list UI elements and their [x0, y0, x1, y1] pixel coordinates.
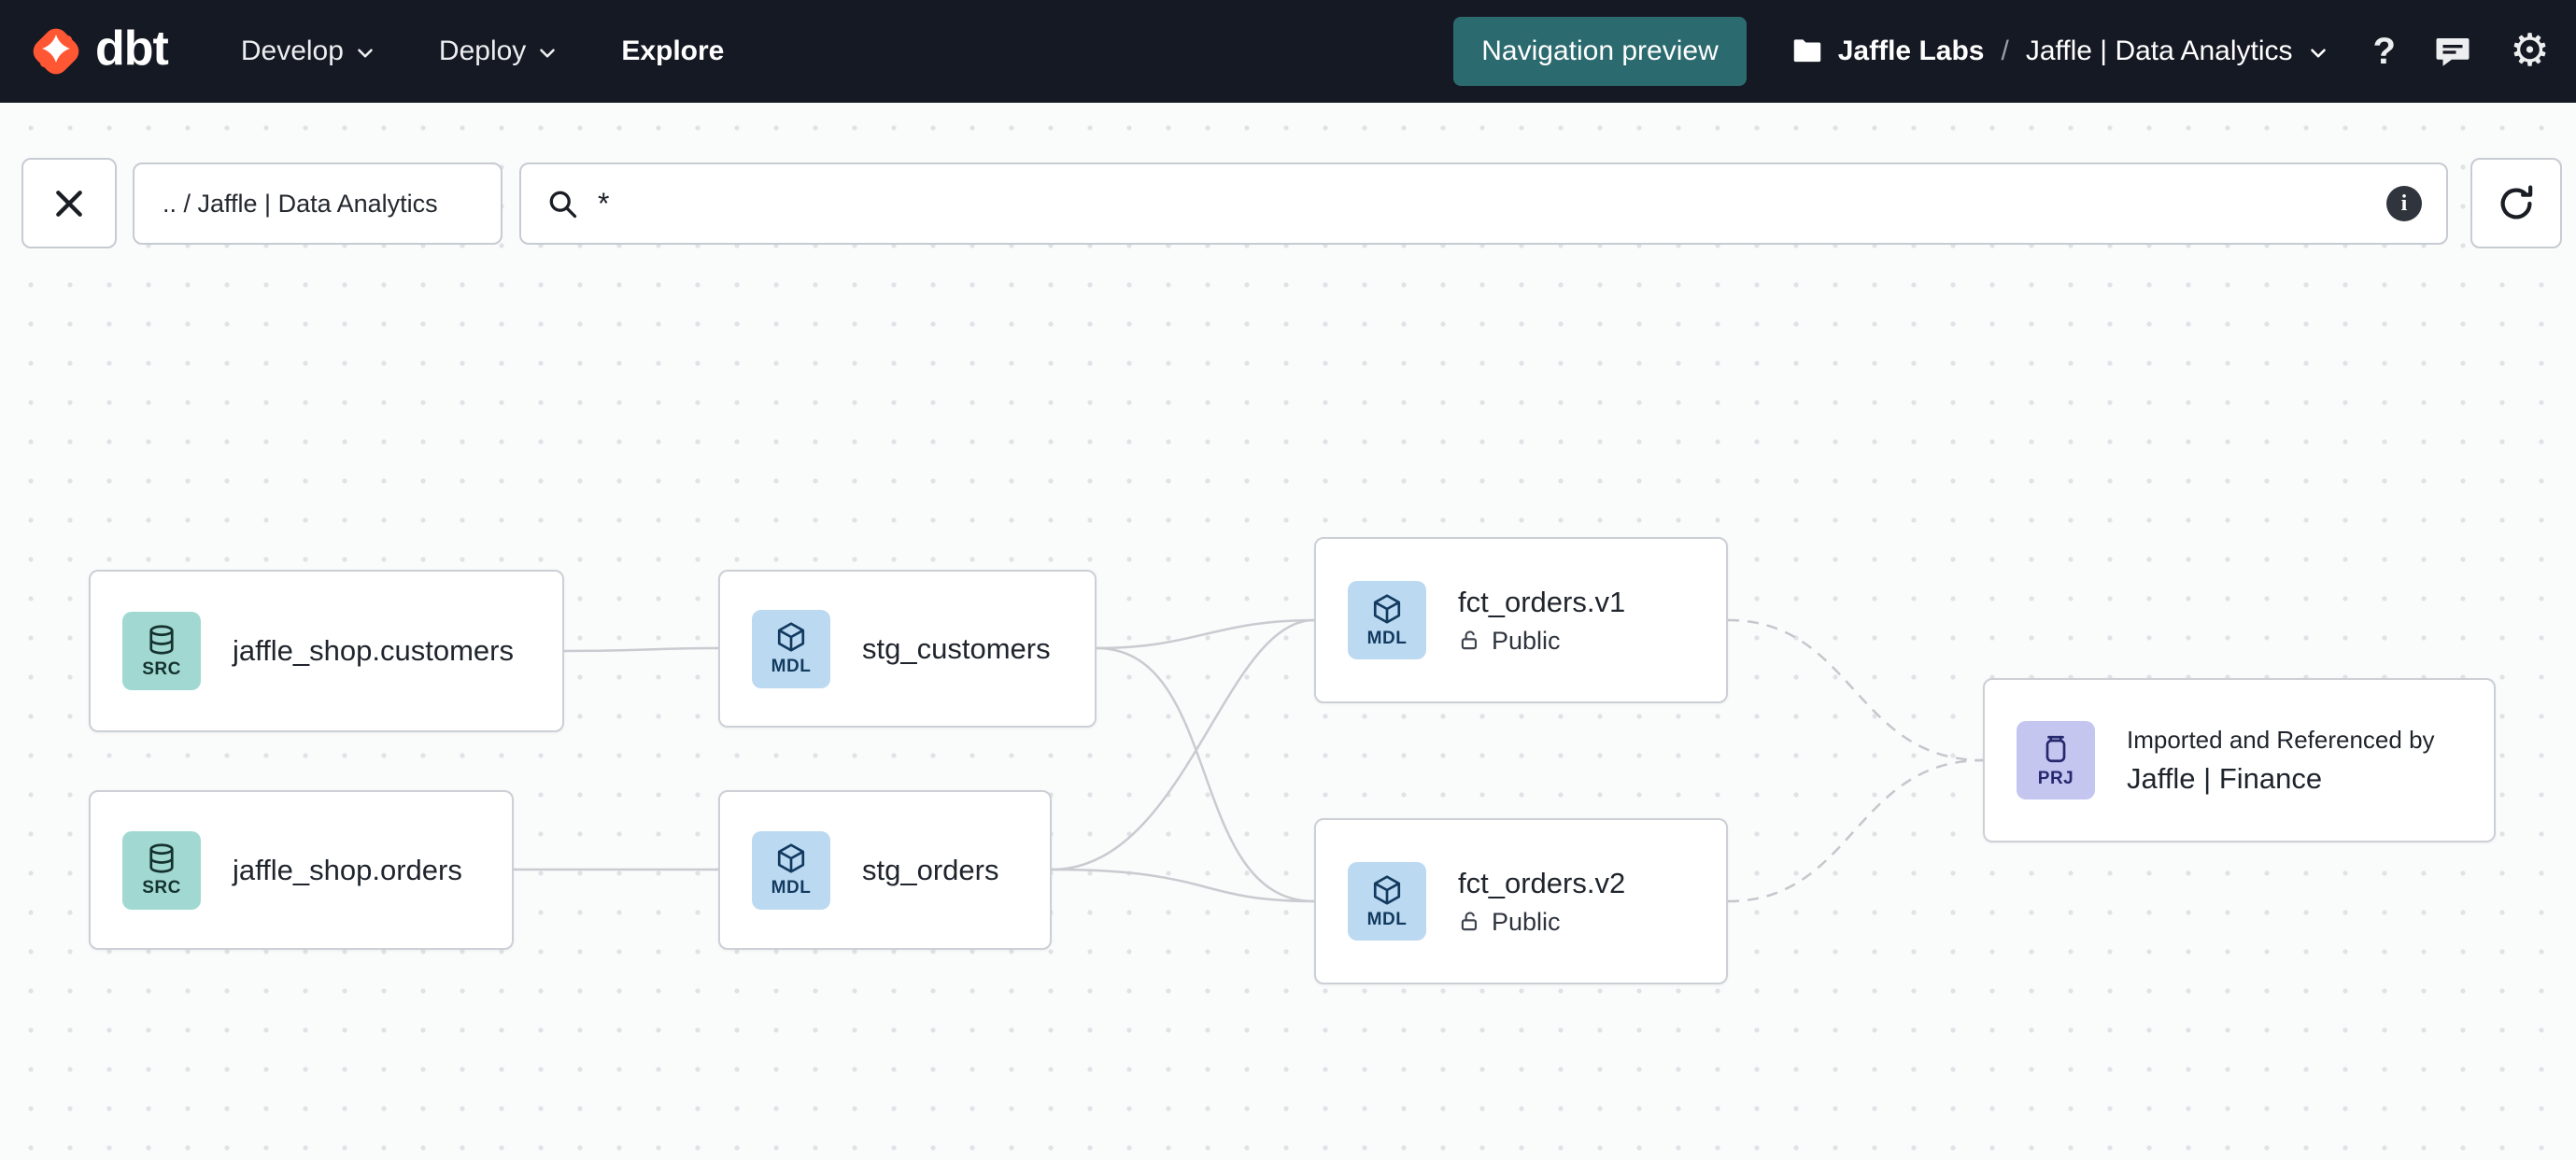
model-badge: MDL — [752, 609, 830, 688]
navigation-preview-button[interactable]: Navigation preview — [1453, 17, 1747, 86]
nav-explore[interactable]: Explore — [621, 35, 724, 67]
node-label: jaffle_shop.orders — [233, 853, 462, 886]
chevron-down-icon — [358, 49, 373, 58]
cube-icon — [777, 622, 805, 652]
database-icon — [149, 843, 174, 873]
project-badge: PRJ — [2017, 721, 2095, 799]
lineage-canvas[interactable]: .. / Jaffle | Data Analytics i — [0, 103, 2576, 1160]
main-nav: Develop Deploy Explore — [241, 35, 725, 67]
node-text-column: Imported and Referenced by Jaffle | Fina… — [2127, 726, 2435, 796]
badge-label: MDL — [771, 657, 812, 676]
node-jaffle-finance-project[interactable]: PRJ Imported and Referenced by Jaffle | … — [1983, 678, 2496, 842]
feedback-icon — [2436, 38, 2470, 66]
navbar-icon-group: ? ⚙ — [2373, 29, 2550, 74]
model-badge: MDL — [1348, 862, 1426, 941]
breadcrumb-project: Jaffle | Data Analytics — [2025, 35, 2293, 66]
node-jaffle-shop-orders[interactable]: SRC jaffle_shop.orders — [89, 790, 514, 950]
node-fct-orders-v2[interactable]: MDL fct_orders.v2 Public — [1314, 818, 1728, 984]
dbt-logo[interactable]: dbt — [26, 21, 169, 81]
node-label: fct_orders.v2 — [1458, 866, 1626, 899]
refresh-icon — [2500, 184, 2533, 219]
help-button[interactable]: ? — [2373, 33, 2396, 70]
badge-label: PRJ — [2037, 768, 2074, 788]
top-navbar: dbt Develop Deploy Explore Navigation pr… — [0, 0, 2576, 103]
nav-explore-label: Explore — [621, 35, 725, 66]
cube-icon — [1373, 593, 1401, 624]
edge-customers-stg — [563, 646, 719, 653]
help-icon: ? — [2372, 31, 2396, 72]
database-icon — [149, 624, 174, 655]
nav-develop[interactable]: Develop — [241, 35, 377, 67]
edge-stgcustomers-v2 — [1096, 646, 1315, 903]
badge-label: MDL — [771, 878, 812, 898]
lineage-path-label: .. / Jaffle | Data Analytics — [163, 189, 438, 218]
refresh-lineage-button[interactable] — [2470, 158, 2562, 248]
badge-label: SRC — [142, 878, 181, 898]
lineage-search-input[interactable] — [598, 186, 2368, 221]
edge-stgorders-v2 — [1051, 868, 1315, 903]
chevron-down-icon — [2310, 49, 2326, 58]
node-jaffle-shop-customers[interactable]: SRC jaffle_shop.customers — [89, 570, 564, 732]
node-stg-orders[interactable]: MDL stg_orders — [718, 790, 1052, 950]
edge-v1-finance-dashed — [1727, 618, 1984, 762]
access-label: Public — [1492, 907, 1561, 936]
node-label: stg_orders — [862, 853, 999, 886]
breadcrumb-account: Jaffle Labs — [1837, 35, 1985, 66]
node-label: jaffle_shop.customers — [233, 634, 514, 667]
lineage-search-box: i — [519, 163, 2448, 245]
badge-label: SRC — [142, 658, 181, 679]
node-label: fct_orders.v1 — [1458, 585, 1626, 618]
close-icon — [56, 190, 82, 217]
node-note: Imported and Referenced by — [2127, 725, 2435, 754]
model-badge: MDL — [752, 830, 830, 910]
source-badge: SRC — [122, 612, 201, 690]
breadcrumb[interactable]: Jaffle Labs / Jaffle | Data Analytics — [1790, 34, 2330, 69]
badge-label: MDL — [1366, 909, 1408, 929]
nav-deploy-label: Deploy — [438, 35, 527, 66]
node-label: Jaffle | Finance — [2127, 761, 2323, 795]
nav-deploy[interactable]: Deploy — [439, 35, 559, 67]
dbt-logo-icon — [33, 28, 79, 75]
search-icon — [549, 191, 577, 219]
node-label: stg_customers — [862, 631, 1051, 665]
folder-icon — [1793, 39, 1820, 63]
settings-button[interactable]: ⚙ — [2510, 29, 2550, 74]
access-row: Public — [1458, 627, 1625, 656]
jar-icon — [2045, 735, 2066, 762]
nav-develop-label: Develop — [240, 35, 344, 66]
access-row: Public — [1458, 908, 1625, 937]
node-text-column: fct_orders.v2 Public — [1458, 867, 1625, 937]
close-lineage-button[interactable] — [21, 158, 117, 248]
cube-icon — [1373, 874, 1401, 905]
node-fct-orders-v1[interactable]: MDL fct_orders.v1 Public — [1314, 537, 1728, 703]
cube-icon — [777, 843, 805, 873]
lock-open-icon — [1461, 630, 1478, 650]
edge-v2-finance-dashed — [1727, 758, 1984, 903]
gear-icon: ⚙ — [2509, 26, 2550, 76]
node-text-column: fct_orders.v1 Public — [1458, 586, 1625, 656]
access-label: Public — [1492, 626, 1561, 655]
source-badge: SRC — [122, 830, 201, 910]
badge-label: MDL — [1366, 628, 1408, 648]
edge-stgcustomers-v1 — [1096, 618, 1315, 650]
lineage-path-selector[interactable]: .. / Jaffle | Data Analytics — [133, 163, 502, 245]
info-icon[interactable]: i — [2386, 186, 2422, 221]
navbar-right: Navigation preview Jaffle Labs / Jaffle … — [1453, 17, 2550, 86]
chevron-down-icon — [540, 49, 556, 58]
model-badge: MDL — [1348, 581, 1426, 659]
feedback-button[interactable] — [2433, 32, 2472, 71]
dbt-logo-text: dbt — [95, 21, 169, 76]
lock-open-icon — [1461, 912, 1478, 931]
breadcrumb-separator: / — [2001, 35, 2009, 66]
node-stg-customers[interactable]: MDL stg_customers — [718, 570, 1097, 728]
